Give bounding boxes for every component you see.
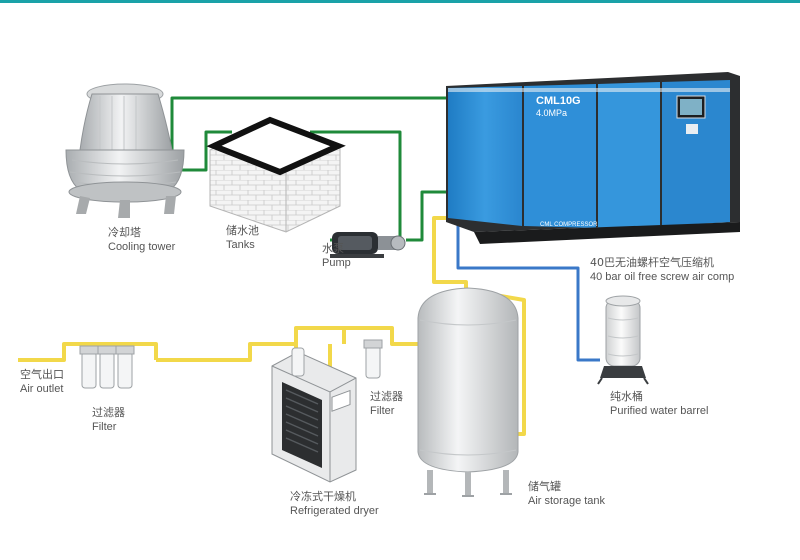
label-compressor-zh: 40巴无油螺杆空气压缩机 xyxy=(590,256,714,269)
label-filter-left: 过滤器 Filter xyxy=(92,406,125,434)
filter-group-right xyxy=(291,339,383,379)
water-tank-pool xyxy=(206,116,346,233)
label-air-storage-tank: 储气罐 Air storage tank xyxy=(528,480,605,508)
top-accent-rule xyxy=(0,0,800,3)
label-purified-water-barrel-zh: 纯水桶 xyxy=(610,390,643,403)
label-filter-right-zh: 过滤器 xyxy=(370,390,403,403)
label-purified-water-barrel-en: Purified water barrel xyxy=(610,405,709,417)
label-purified-water-barrel: 纯水桶 Purified water barrel xyxy=(610,390,708,418)
label-air-outlet-en: Air outlet xyxy=(20,383,64,395)
compressor-pressure: 4.0MPa xyxy=(536,108,567,118)
label-filter-right: 过滤器 Filter xyxy=(370,390,403,418)
cooling-tower xyxy=(65,83,185,218)
label-air-storage-tank-zh: 储气罐 xyxy=(528,480,561,493)
label-compressor: 40巴无油螺杆空气压缩机 40 bar oil free screw air c… xyxy=(590,256,734,284)
label-cooling-tower-zh: 冷却塔 xyxy=(108,226,141,239)
label-air-outlet-zh: 空气出口 xyxy=(20,368,64,381)
label-air-storage-tank-en: Air storage tank xyxy=(528,495,606,507)
purified-water-barrel xyxy=(597,295,649,385)
label-pump: 水泵 Pump xyxy=(322,242,351,270)
label-pump-zh: 水泵 xyxy=(322,242,344,255)
compressor-model: CML10G xyxy=(536,95,581,107)
label-refrigerated-dryer-zh: 冷冻式干燥机 xyxy=(290,490,356,503)
label-cooling-tower-en: Cooling tower xyxy=(108,241,176,253)
label-air-outlet: 空气出口 Air outlet xyxy=(20,368,64,396)
label-filter-left-zh: 过滤器 xyxy=(92,406,125,419)
label-cooling-tower: 冷却塔 Cooling tower xyxy=(108,226,175,254)
label-pump-en: Pump xyxy=(322,257,351,269)
air-storage-tank xyxy=(417,287,519,497)
label-tanks-en: Tanks xyxy=(226,239,255,251)
screw-air-compressor xyxy=(446,72,740,244)
label-refrigerated-dryer: 冷冻式干燥机 Refrigerated dryer xyxy=(290,490,379,518)
label-filter-left-en: Filter xyxy=(92,421,117,433)
label-compressor-en: 40 bar oil free screw air comp xyxy=(590,271,735,283)
compressor-panel-text: CML10G 4.0MPa CML COMPRESSOR xyxy=(536,95,598,228)
label-refrigerated-dryer-en: Refrigerated dryer xyxy=(290,505,379,517)
filter-group-left xyxy=(79,345,135,389)
refrigerated-dryer xyxy=(271,351,357,483)
label-tanks-zh: 储水池 xyxy=(226,224,259,237)
label-filter-right-en: Filter xyxy=(370,405,395,417)
water-pump xyxy=(330,232,406,258)
compressor-brand: CML COMPRESSOR xyxy=(540,222,598,228)
label-tanks: 储水池 Tanks xyxy=(226,224,259,252)
